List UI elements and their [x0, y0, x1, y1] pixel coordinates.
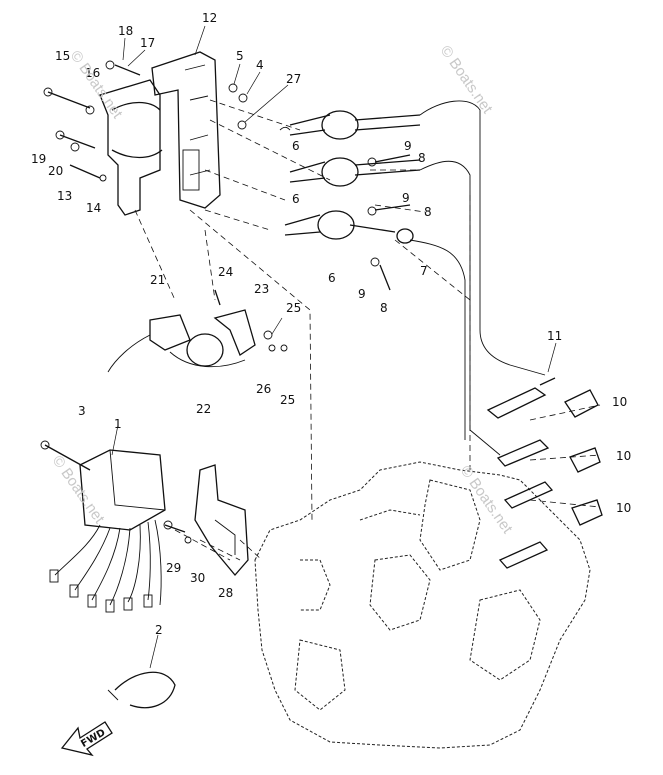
callout-13: 13: [57, 189, 72, 203]
callout-12: 12: [202, 11, 217, 25]
callout-27: 27: [286, 72, 301, 86]
callout-6-upper: 6: [292, 139, 300, 153]
callout-5: 5: [236, 49, 244, 63]
coil-holder-left: [99, 79, 163, 216]
spark-plug-middle: [496, 439, 550, 467]
callout-29: 29: [166, 561, 181, 575]
fwd-label: FWD: [79, 727, 107, 750]
callout-26: 26: [256, 382, 271, 396]
callout-4: 4: [256, 58, 264, 72]
left-fasteners: [43, 60, 141, 182]
callout-11: 11: [547, 329, 562, 343]
callout-leaders: [111, 25, 557, 669]
power-head-block: [254, 461, 591, 749]
callout-7: 7: [420, 264, 428, 278]
callout-14: 14: [86, 201, 101, 215]
callout-25-upper: 25: [286, 301, 301, 315]
callout-18: 18: [118, 24, 133, 38]
callout-3: 3: [78, 404, 86, 418]
callout-9-upper: 9: [404, 139, 412, 153]
watermarks: © Boats.net © Boats.net © Boats.net © Bo…: [49, 43, 516, 538]
callout-6-lower: 6: [328, 271, 336, 285]
assembly-lines: [134, 99, 601, 561]
wire-band: [107, 671, 176, 709]
callout-22: 22: [196, 402, 211, 416]
ignition-coil-bracket: [151, 51, 221, 209]
callout-10-top: 10: [612, 395, 627, 409]
coil-screws: [228, 83, 411, 291]
callout-15: 15: [55, 49, 70, 63]
callout-10-middle: 10: [616, 449, 631, 463]
callout-6-middle: 6: [292, 192, 300, 206]
high-tension-leads: [409, 100, 546, 456]
callout-20: 20: [48, 164, 63, 178]
callout-23: 23: [254, 282, 269, 296]
callout-1: 1: [114, 417, 122, 431]
cdi-unit: [40, 440, 166, 531]
ignition-coil-upper: [279, 110, 421, 140]
plug-caps: [564, 389, 603, 526]
watermark-top-right: © Boats.net: [437, 43, 496, 118]
callout-24: 24: [218, 265, 233, 279]
callout-10-bottom: 10: [616, 501, 631, 515]
callout-30: 30: [190, 571, 205, 585]
fwd-arrow: FWD: [60, 721, 113, 757]
callout-25-lower: 25: [280, 393, 295, 407]
watermark-mid-right: © Boats.net: [457, 463, 516, 538]
spark-plug-top: [486, 377, 556, 419]
callout-2: 2: [155, 623, 163, 637]
spark-plug-lower: [498, 481, 554, 569]
ignition-coil-lower: [284, 210, 414, 244]
callout-21: 21: [150, 273, 165, 287]
callout-8-middle: 8: [424, 205, 432, 219]
callout-8-upper: 8: [418, 151, 426, 165]
callout-17: 17: [140, 36, 155, 50]
cdi-wire-harness: [49, 519, 162, 613]
cdi-bracket: [163, 464, 249, 577]
callout-9-middle: 9: [402, 191, 410, 205]
callout-16: 16: [85, 66, 100, 80]
callout-28: 28: [218, 586, 233, 600]
callout-numbers: 18 17 12 15 16 5 4 27 19 20 13 14 6 6 6 …: [31, 11, 631, 637]
callout-9-lower: 9: [358, 287, 366, 301]
callout-19: 19: [31, 152, 46, 166]
ignition-coil-middle: [289, 157, 421, 187]
relay-assembly: [107, 289, 288, 373]
watermark-top-left: © Boats.net: [67, 48, 126, 123]
callout-8-lower: 8: [380, 301, 388, 315]
